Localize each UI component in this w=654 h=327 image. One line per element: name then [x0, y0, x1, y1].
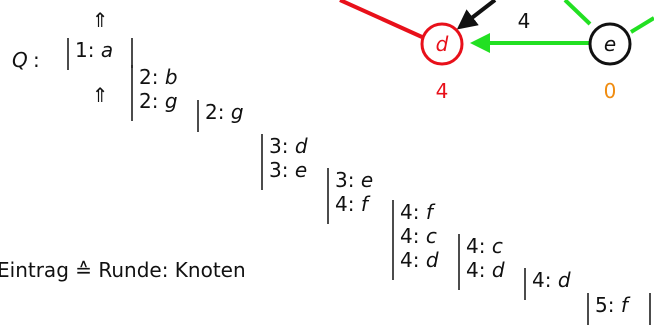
queue-entry-node: f [621, 293, 631, 317]
queue-entry: 4: f [335, 192, 371, 216]
queue-entry: 5: f [595, 293, 631, 317]
node-d-value: 4 [436, 79, 449, 103]
edge-green-right-of-e [629, 16, 654, 34]
queue-entry: 4: d [532, 268, 571, 292]
queue-head-pointer-icon: ⇑ [92, 8, 109, 32]
queue-entry-node: f [361, 192, 371, 216]
queue-entry-round: 4: [466, 234, 492, 258]
graph-fragment: 4 d 4 e 0 [339, 0, 654, 103]
queue-entry: 4: d [400, 248, 439, 272]
edge-green-into-e [563, 0, 592, 26]
queue-entry: 2: g [205, 100, 244, 124]
edge-weight-label: 4 [518, 9, 531, 33]
queue-entry: 3: d [269, 134, 308, 158]
node-e-circle [588, 22, 632, 66]
queue-entry-round: 5: [595, 293, 621, 317]
queue-entry-round: 4: [400, 224, 426, 248]
queue-entry-node: d [426, 248, 439, 272]
queue-entry-node: c [426, 224, 437, 248]
queue-entry-round: 1: [75, 38, 101, 62]
queue-label-q: Q [12, 48, 28, 72]
queue-entry-node: d [295, 134, 308, 158]
queue-entry-round: 4: [400, 200, 426, 224]
queue-entry: 4: f [400, 200, 436, 224]
queue-entry-round: 3: [269, 158, 295, 182]
queue-entry-node: g [165, 89, 178, 113]
queue-entry-round: 4: [466, 258, 492, 282]
queue-entry-node: a [101, 38, 113, 62]
queue-entry-round: 4: [335, 192, 361, 216]
queue-entry-round: 4: [532, 268, 558, 292]
queue-entry-round: 3: [269, 134, 295, 158]
queue-entry-round: 2: [205, 100, 231, 124]
queue-entry: 2: b [139, 65, 178, 89]
queue-entry-node: f [426, 200, 436, 224]
queue-entry-node: g [231, 100, 244, 124]
queue-label-colon: : [33, 48, 40, 72]
node-e-value: 0 [604, 79, 617, 103]
queue-entry-node: e [361, 168, 373, 192]
queue-entry-node: e [295, 158, 307, 182]
node-d-circle [420, 22, 464, 66]
queue-entry-round: 2: [139, 65, 165, 89]
queue-entry: 3: e [335, 168, 373, 192]
queue-entry-node: d [558, 268, 571, 292]
queue-entry: 2: g [139, 89, 178, 113]
node-e-label: e [604, 32, 616, 56]
edge-red-into-d [339, 0, 423, 39]
queue-entry-round: 2: [139, 89, 165, 113]
queue-label: Q : [12, 48, 40, 72]
queue-entry: 1: a [75, 38, 113, 62]
queue-entry: 4: c [466, 234, 503, 258]
edge-black-into-d [456, 0, 497, 30]
queue-tail-pointer-icon: ⇑ [92, 83, 109, 107]
queue-entry-node: c [492, 234, 503, 258]
queue-entry-node: b [165, 65, 178, 89]
queue-entry: 4: c [400, 224, 437, 248]
queue-entry-node: d [492, 258, 505, 282]
node-d-label: d [436, 32, 449, 56]
legend-text: Eintrag ≙ Runde: Knoten [0, 258, 246, 282]
queue-entry: 3: e [269, 158, 307, 182]
queue-entry-round: 4: [400, 248, 426, 272]
queue-entry: 4: d [466, 258, 505, 282]
queue-entry-round: 3: [335, 168, 361, 192]
